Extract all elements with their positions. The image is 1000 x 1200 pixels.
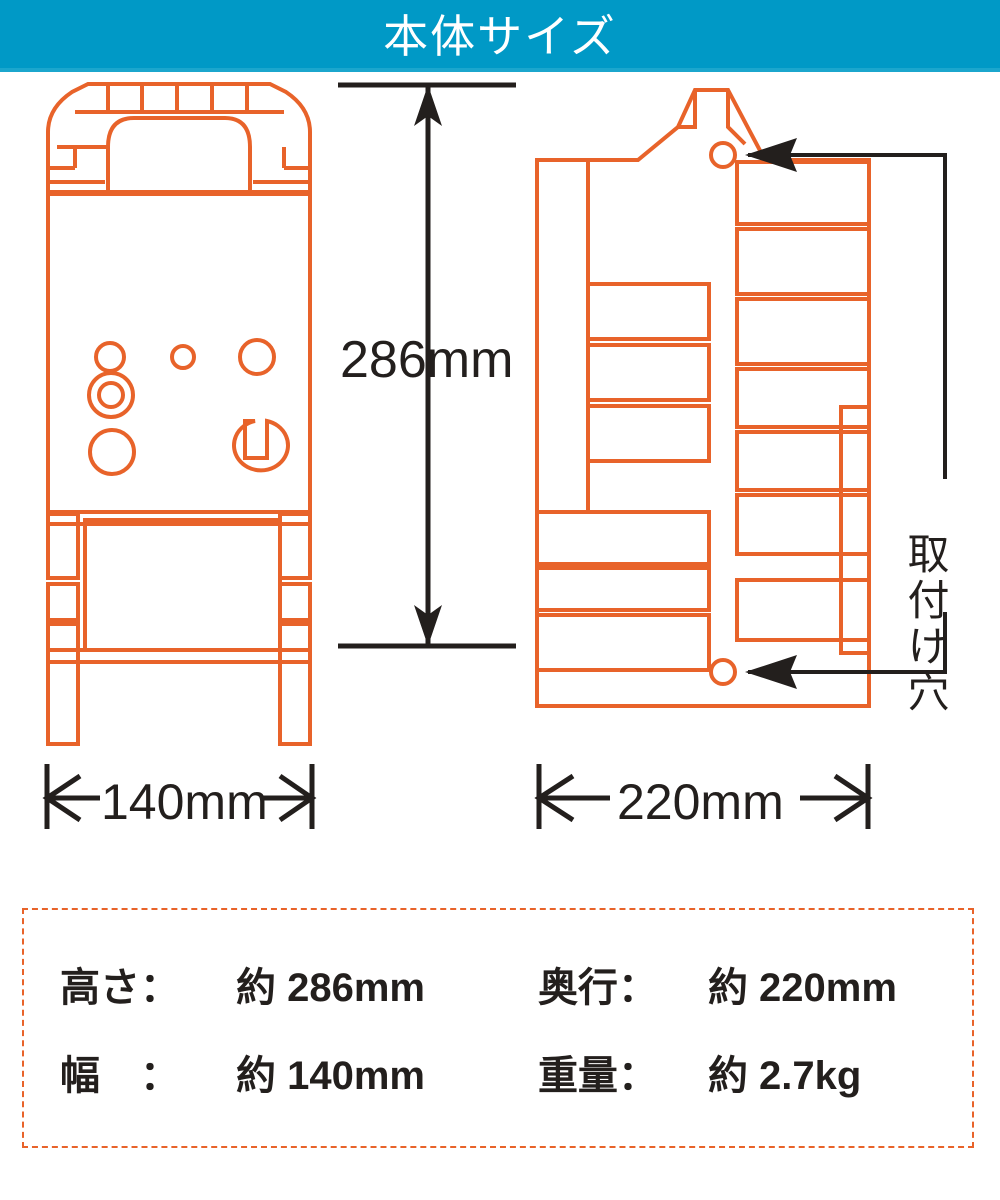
page-title: 本体サイズ	[383, 10, 617, 62]
drawing-area: 286mm 140mm	[0, 72, 1000, 862]
mounting-hole-callouts	[748, 153, 947, 674]
spec-label-height: 高さ	[60, 966, 140, 1010]
width-dimension-label: 140mm	[101, 774, 268, 830]
mounting-hole-callout-label-wrap: 取付け穴	[902, 532, 964, 752]
mounting-hole-arrowheads	[745, 138, 797, 689]
spec-row: 幅 ： 約 140mm 重量 ： 約 2.7kg	[24, 1028, 972, 1116]
spec-colon-width: ：	[140, 1054, 180, 1098]
height-dimension	[338, 82, 516, 649]
header-banner: 本体サイズ	[0, 0, 1000, 72]
height-dimension-label: 286mm	[340, 331, 513, 389]
spec-colon-weight: ：	[617, 1054, 658, 1098]
spec-value-depth: 約 220mm	[707, 966, 897, 1010]
spec-value-height: 約 286mm	[236, 966, 425, 1010]
spec-item-height: 高さ ： 約 286mm	[24, 955, 522, 1013]
spec-item-weight: 重量 ： 約 2.7kg	[522, 1043, 972, 1101]
side-view-drawing	[535, 88, 871, 708]
spec-label-width: 幅	[60, 1054, 140, 1098]
spec-summary-box: 高さ ： 約 286mm 奥行 ： 約 220mm 幅 ： 約 140mm 重量…	[22, 908, 974, 1148]
depth-dimension-label: 220mm	[617, 774, 784, 830]
spec-value-weight: 約 2.7kg	[707, 1054, 862, 1098]
spec-item-width: 幅 ： 約 140mm	[24, 1043, 522, 1101]
height-dimension-arrowheads	[414, 85, 442, 646]
mounting-hole-callout-label: 取付け穴	[902, 532, 949, 716]
width-dimension-arrowheads	[42, 773, 317, 823]
spec-row: 高さ ： 約 286mm 奥行 ： 約 220mm	[24, 940, 972, 1028]
front-view-drawing	[46, 82, 312, 746]
technical-drawing-svg: 286mm 140mm	[42, 82, 947, 830]
mounting-hole-top	[709, 141, 737, 169]
spec-colon-height: ：	[140, 966, 180, 1010]
spec-colon-depth: ：	[617, 966, 658, 1010]
spec-value-width: 約 140mm	[236, 1054, 425, 1098]
banner-underline	[0, 68, 1000, 72]
spec-label-depth: 奥行	[537, 966, 618, 1010]
spec-label-weight: 重量	[537, 1054, 618, 1098]
depth-dimension-arrowheads	[534, 773, 873, 823]
mounting-hole-bottom	[709, 658, 737, 686]
spec-item-depth: 奥行 ： 約 220mm	[522, 955, 972, 1013]
